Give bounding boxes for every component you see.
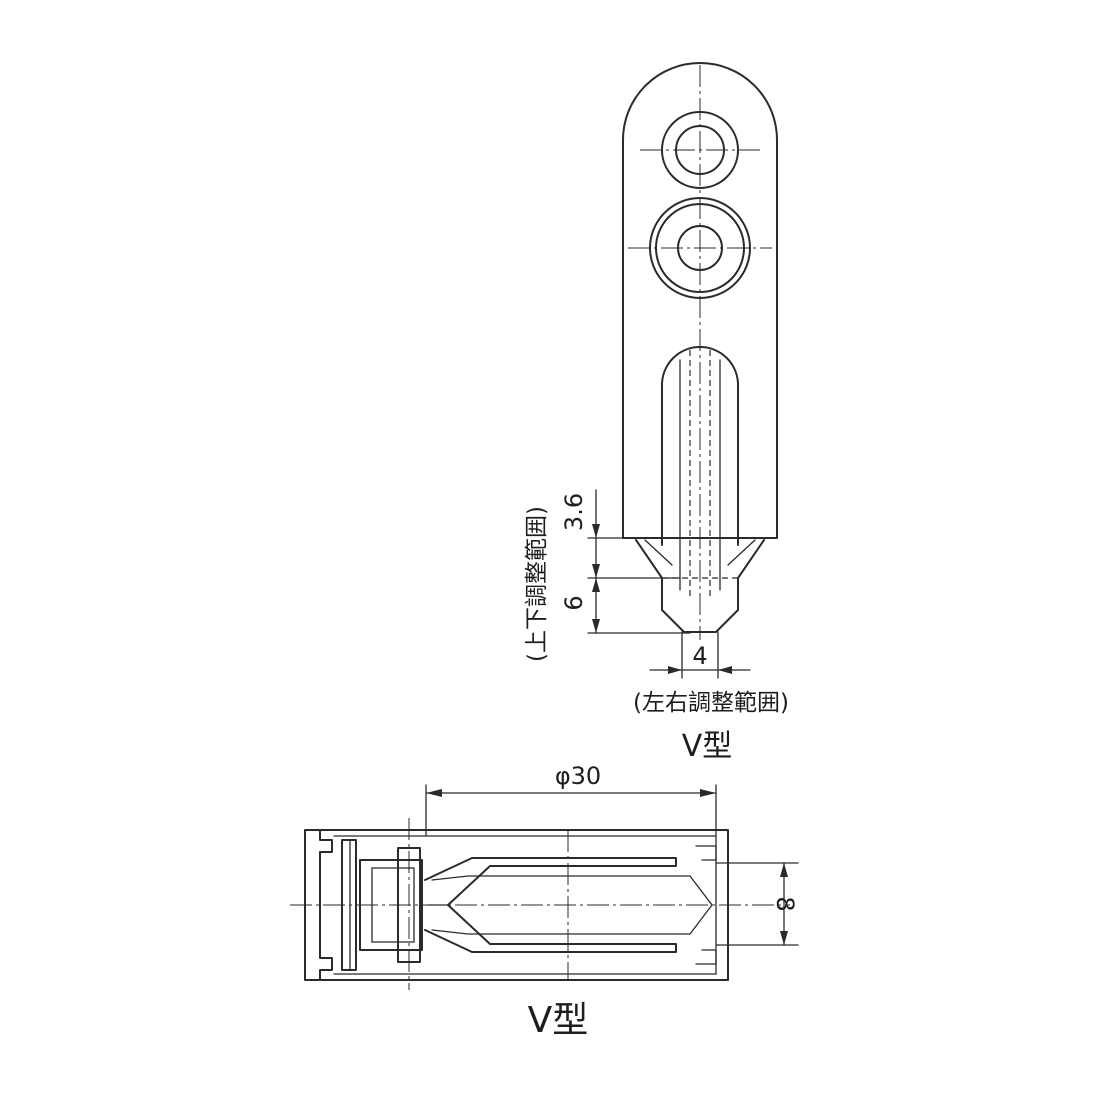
height-dimension xyxy=(715,862,799,946)
bottom-view: φ30 8 V型 xyxy=(290,762,799,1041)
vertical-range-label: (上下調整範囲) xyxy=(524,506,550,662)
adjustment-slot xyxy=(661,346,739,546)
top-view: 3.6 6 (上下調整範囲) 4 (左右調整範囲) V型 xyxy=(524,62,789,764)
dim-8-label: 8 xyxy=(771,896,799,911)
dim-4-label: 4 xyxy=(692,642,707,670)
mounting-plate xyxy=(622,62,778,539)
top-type-label: V型 xyxy=(682,729,733,764)
bottom-type-label: V型 xyxy=(528,1000,589,1041)
horizontal-dimension xyxy=(649,631,751,679)
vertical-dimension xyxy=(587,489,691,634)
axle-bracket xyxy=(359,859,423,951)
horizontal-range-label: (左右調整範囲) xyxy=(633,690,789,716)
diameter-dimension xyxy=(425,784,717,836)
mounting-rail xyxy=(304,829,333,981)
wheel-v-tip xyxy=(635,539,765,633)
dim-phi30-label: φ30 xyxy=(555,762,601,790)
dim-6-label: 6 xyxy=(560,595,588,610)
dim-3-6-label: 3.6 xyxy=(560,493,588,531)
